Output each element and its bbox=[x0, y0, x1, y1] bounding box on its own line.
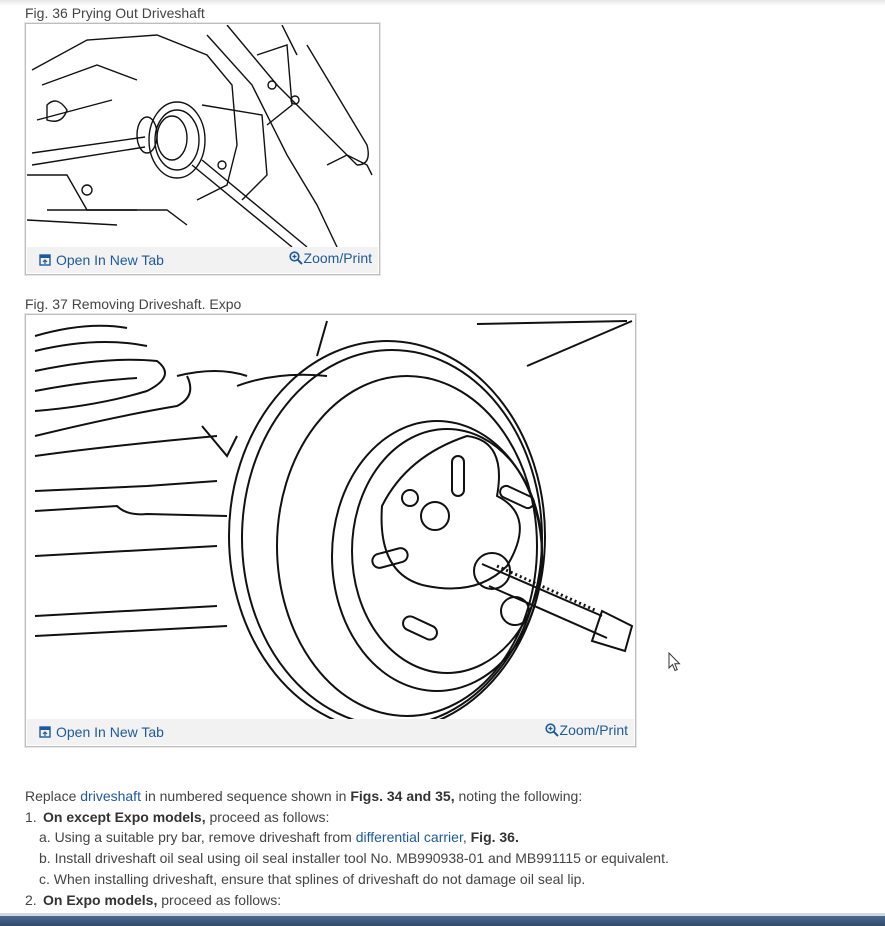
procedure-text: Replace driveshaft in numbered sequence … bbox=[25, 786, 865, 910]
figs-reference: Figs. 34 and 35, bbox=[350, 788, 455, 804]
figure-36-caption: Fig. 36 Prying Out Driveshaft bbox=[25, 5, 205, 21]
figure-36-open-new-tab-link[interactable]: Open In New Tab bbox=[39, 252, 164, 269]
step-2-heading: On Expo models, bbox=[43, 891, 158, 908]
open-new-tab-label: Open In New Tab bbox=[56, 252, 164, 268]
magnifier-plus-icon bbox=[288, 251, 303, 268]
intro-text-2: in numbered sequence shown in bbox=[140, 788, 351, 804]
figure-36-panel: Open In New Tab Zoom/Print bbox=[25, 23, 380, 275]
figure-37-zoom-print-link[interactable]: Zoom/Print bbox=[544, 722, 628, 740]
step-1-text: proceed as follows: bbox=[205, 808, 330, 825]
figure-36-image[interactable] bbox=[27, 25, 378, 247]
step-1b: b. Install driveshaft oil seal using oil… bbox=[39, 850, 669, 867]
step-1a-text: a. Using a suitable pry bar, remove driv… bbox=[39, 829, 356, 846]
top-edge bbox=[0, 0, 885, 6]
open-new-tab-label: Open In New Tab bbox=[56, 724, 164, 740]
intro-text-3: noting the following: bbox=[454, 788, 583, 804]
differential-carrier-link[interactable]: differential carrier bbox=[355, 829, 463, 846]
step-1: 1. On except Expo models, proceed as foll… bbox=[25, 807, 865, 828]
step-1c: c. When installing driveshaft, ensure th… bbox=[39, 870, 586, 887]
figure-37-caption: Fig. 37 Removing Driveshaft. Expo bbox=[25, 296, 242, 312]
intro-paragraph: Replace driveshaft in numbered sequence … bbox=[25, 786, 865, 807]
mouse-pointer-icon bbox=[668, 651, 681, 677]
step-1-heading: On except Expo models, bbox=[43, 808, 206, 825]
open-in-new-tab-icon bbox=[39, 725, 51, 741]
step-1a: a. Using a suitable pry bar, remove driv… bbox=[25, 827, 865, 848]
figure-36-zoom-print-link[interactable]: Zoom/Print bbox=[288, 250, 372, 268]
step-2-number: 2. bbox=[25, 891, 37, 908]
step-1a-separator: , bbox=[462, 829, 471, 846]
zoom-print-label: Zoom/Print bbox=[559, 722, 628, 738]
bottom-scroll-edge bbox=[0, 913, 885, 926]
figure-37-panel: Open In New Tab Zoom/Print bbox=[25, 314, 636, 747]
fig-36-reference: Fig. 36. bbox=[470, 829, 519, 846]
step-2-text: proceed as follows: bbox=[157, 891, 282, 908]
figure-36-toolbar: Open In New Tab Zoom/Print bbox=[27, 247, 378, 273]
figure-37-toolbar: Open In New Tab Zoom/Print bbox=[27, 719, 634, 745]
step-1-number: 1. bbox=[25, 808, 37, 825]
figure-37-image[interactable] bbox=[27, 316, 634, 719]
open-in-new-tab-icon bbox=[39, 253, 51, 269]
figure-37-open-new-tab-link[interactable]: Open In New Tab bbox=[39, 724, 164, 741]
zoom-print-label: Zoom/Print bbox=[303, 250, 372, 266]
driveshaft-link[interactable]: driveshaft bbox=[80, 788, 141, 804]
magnifier-plus-icon bbox=[544, 723, 559, 740]
intro-text-1: Replace bbox=[25, 788, 81, 804]
step-2: 2. On Expo models, proceed as follows: bbox=[25, 890, 865, 911]
